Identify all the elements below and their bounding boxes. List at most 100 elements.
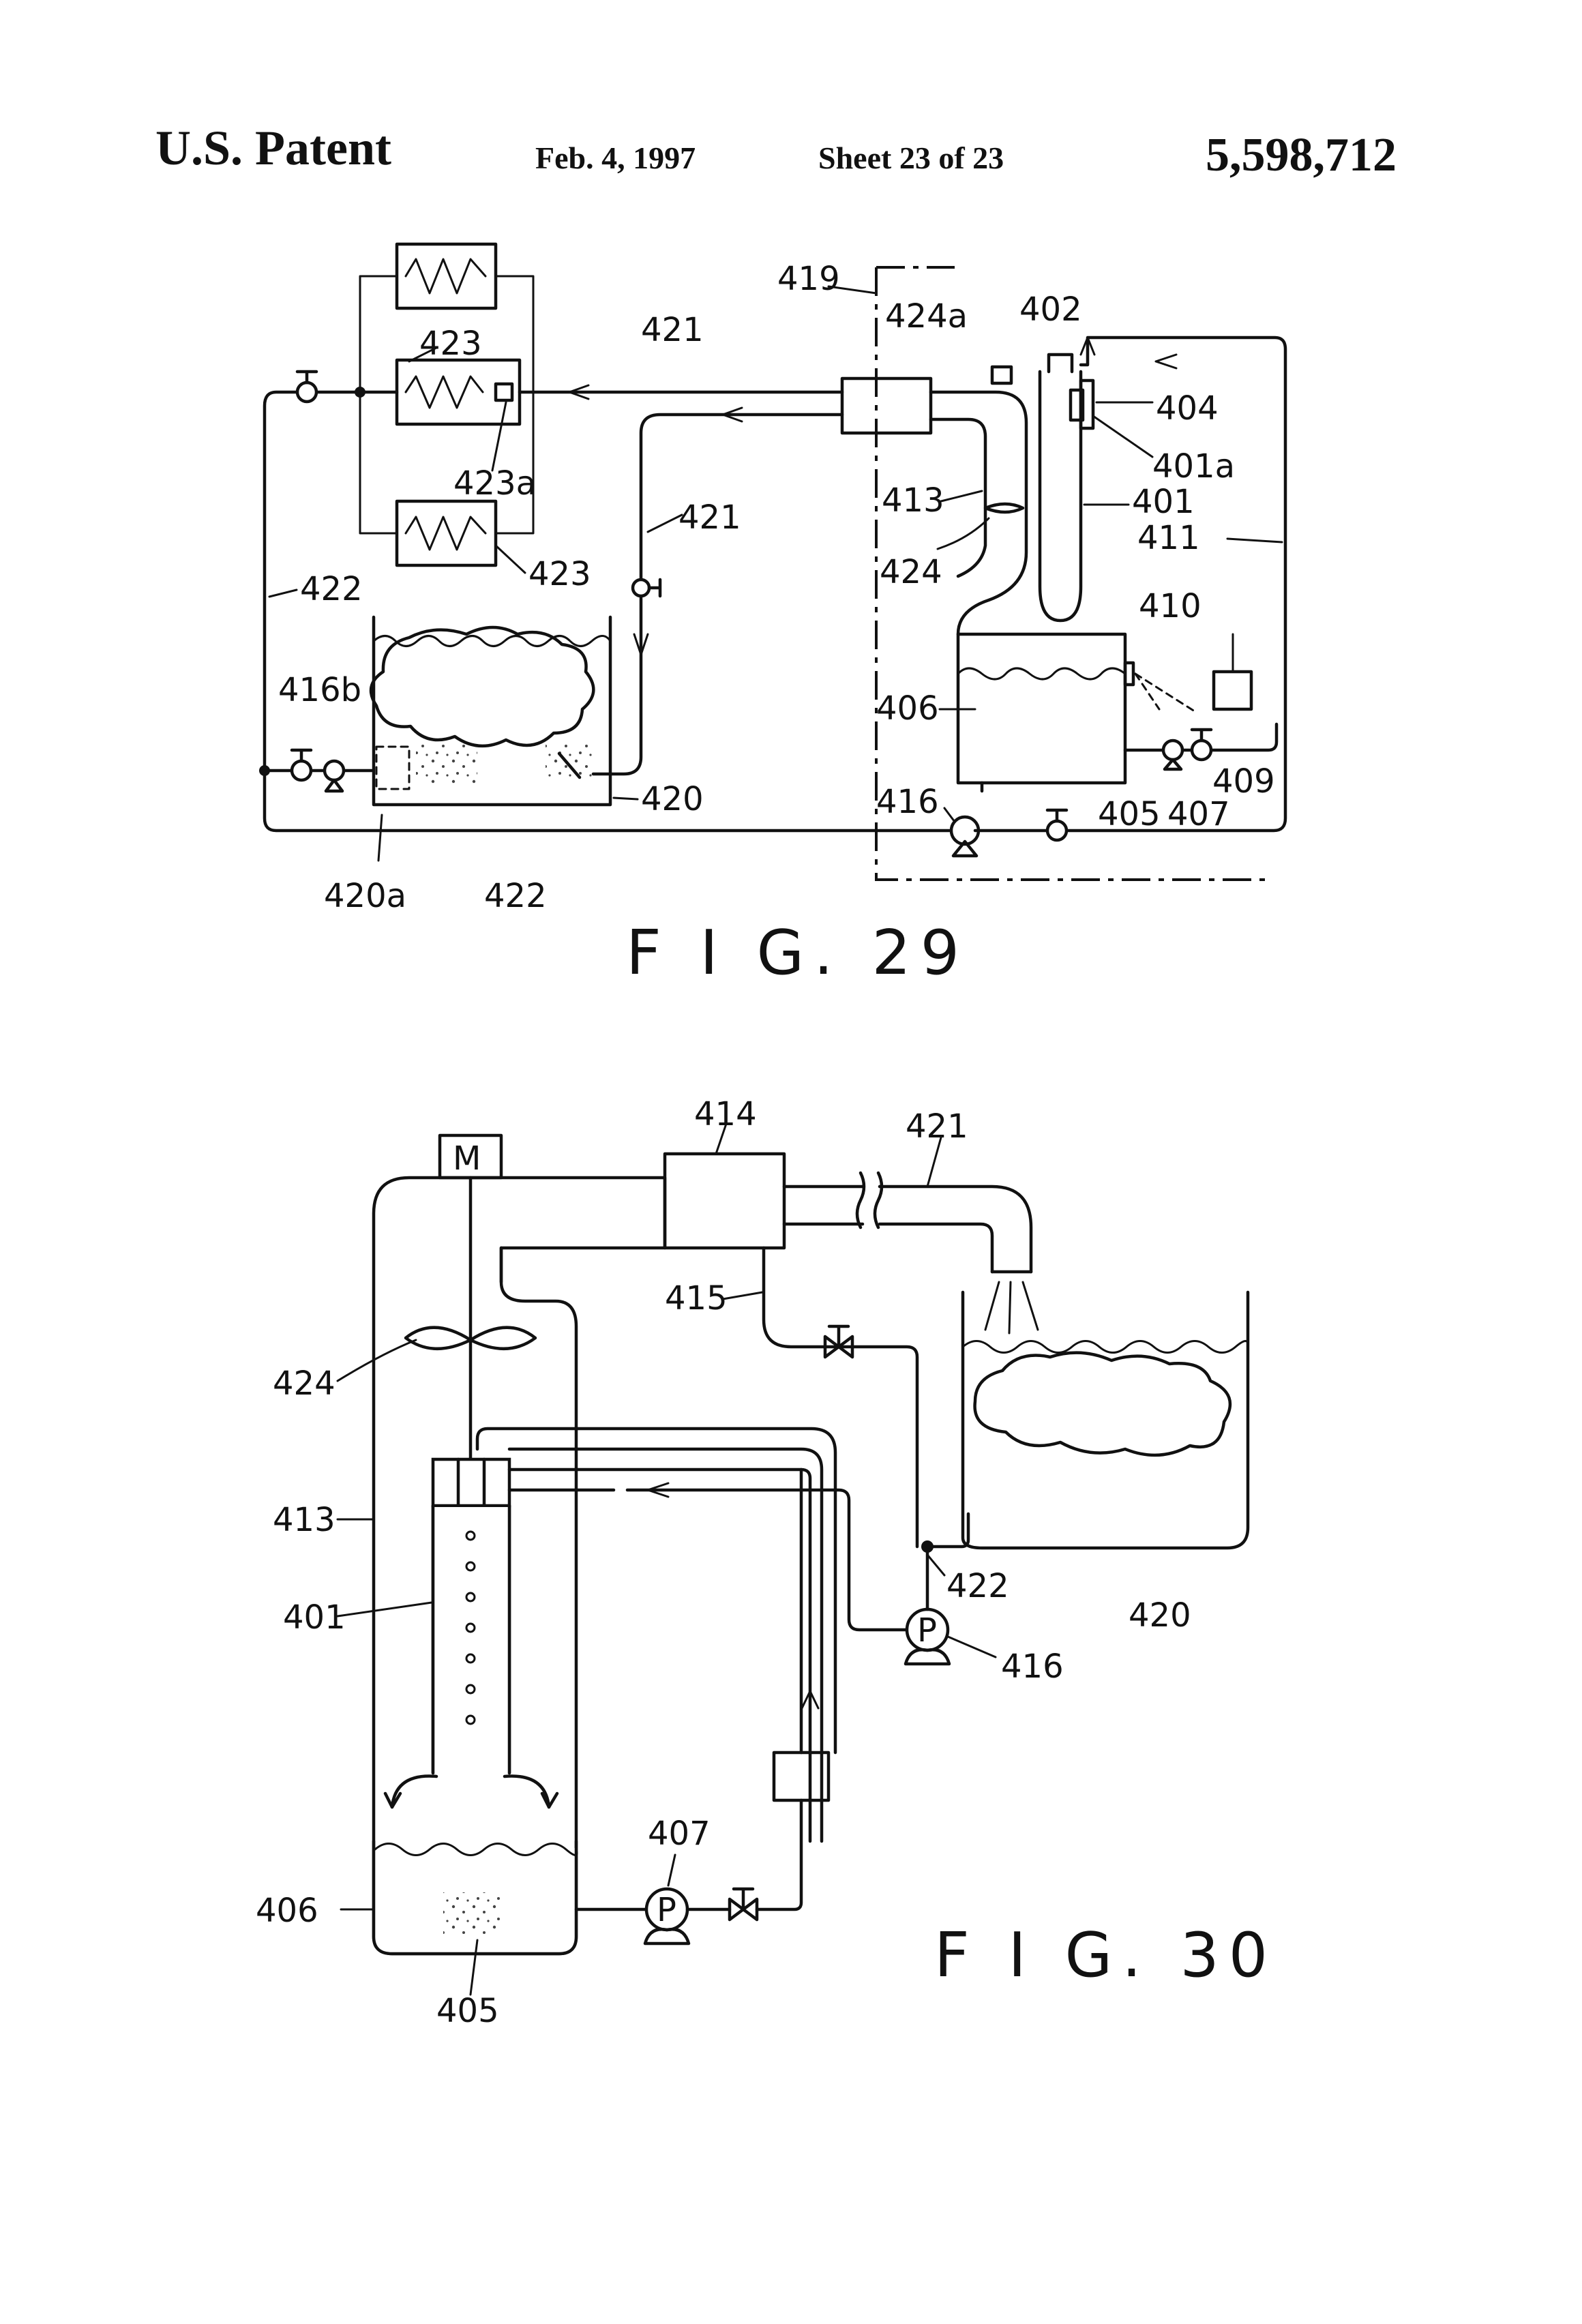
label-406: 406 bbox=[256, 1892, 318, 1930]
column-401-top bbox=[433, 1459, 509, 1506]
label-407: 407 bbox=[1167, 795, 1230, 833]
label-405: 405 bbox=[436, 1992, 499, 2030]
label-411: 411 bbox=[1137, 519, 1200, 557]
line-422 bbox=[265, 392, 951, 831]
motor-label: M bbox=[453, 1139, 481, 1178]
label-423a: 423a bbox=[453, 464, 536, 503]
leader-line bbox=[941, 491, 982, 501]
label-404: 404 bbox=[1156, 389, 1219, 428]
leader-line bbox=[668, 1855, 675, 1886]
label-413: 413 bbox=[273, 1501, 335, 1539]
valve-409-icon bbox=[1192, 741, 1211, 760]
nozzle-420a bbox=[376, 747, 409, 789]
label-401: 401 bbox=[1132, 483, 1195, 521]
label-424a: 424a bbox=[885, 297, 968, 336]
label-422: 422 bbox=[946, 1567, 1009, 1605]
junction-icon bbox=[259, 765, 270, 776]
label-414: 414 bbox=[694, 1095, 757, 1133]
tank-420 bbox=[963, 1292, 1248, 1548]
column-401 bbox=[1040, 372, 1081, 621]
sensor-424a bbox=[992, 367, 1011, 383]
line-421-inlet bbox=[593, 415, 842, 774]
valve-icon bbox=[1047, 821, 1066, 840]
leader-line bbox=[492, 402, 506, 471]
leader-line bbox=[944, 808, 955, 822]
pump-base-icon bbox=[953, 841, 976, 856]
flow-arrows bbox=[392, 1776, 549, 1807]
controller-410 bbox=[1214, 672, 1251, 709]
label-420a: 420a bbox=[324, 877, 406, 915]
label-416: 416 bbox=[876, 783, 939, 821]
label-421: 421 bbox=[906, 1107, 968, 1146]
drain-415 bbox=[764, 1248, 917, 1547]
pump-base-icon bbox=[906, 1650, 949, 1664]
separator-414 bbox=[665, 1154, 784, 1248]
reservoir-405 bbox=[958, 634, 1125, 783]
column-401-top bbox=[1049, 355, 1072, 372]
pump-label: P bbox=[917, 1611, 937, 1650]
label-415: 415 bbox=[665, 1279, 728, 1317]
spray-dots bbox=[416, 743, 477, 784]
duct-outlet bbox=[842, 378, 931, 433]
label-420: 420 bbox=[641, 780, 704, 818]
leader-line bbox=[378, 815, 382, 861]
label-406: 406 bbox=[876, 689, 939, 728]
leader-line bbox=[1227, 539, 1282, 542]
duct-421-lower bbox=[784, 1224, 992, 1272]
heater-423-bottom bbox=[397, 501, 496, 565]
pump-407-icon bbox=[1163, 741, 1182, 760]
vessel-413 bbox=[374, 1178, 665, 1954]
arrow-icon bbox=[1156, 355, 1176, 368]
label-401a: 401a bbox=[1152, 447, 1235, 486]
level-sensor bbox=[1125, 663, 1133, 685]
arrow-icon bbox=[385, 1793, 557, 1807]
label-422: 422 bbox=[300, 570, 363, 608]
valve-icon bbox=[633, 580, 649, 596]
spray-lines bbox=[985, 1282, 1038, 1333]
fig30-diagram: M bbox=[256, 1095, 1277, 2030]
pump-base-icon bbox=[645, 1929, 689, 1943]
column-401-interior bbox=[434, 1507, 508, 1773]
foam-cloud bbox=[975, 1353, 1230, 1455]
heater-423-middle bbox=[397, 360, 520, 424]
line-422-to-column bbox=[627, 1490, 907, 1630]
valve-stem-icon bbox=[734, 1889, 753, 1909]
pipe-outer bbox=[509, 1470, 810, 1841]
leader-line bbox=[338, 1340, 416, 1381]
leader-line bbox=[948, 1637, 996, 1657]
valve-stem-icon bbox=[292, 750, 311, 761]
label-416b: 416b bbox=[278, 671, 361, 709]
liquid-surface bbox=[958, 668, 1125, 679]
heater-coil-icon bbox=[406, 517, 486, 550]
leader-line bbox=[338, 1603, 432, 1616]
label-424: 424 bbox=[880, 553, 942, 591]
label-421: 421 bbox=[641, 311, 704, 349]
line-416 bbox=[975, 783, 1047, 831]
label-421: 421 bbox=[678, 498, 741, 537]
pump-label: P bbox=[657, 1891, 676, 1929]
label-402: 402 bbox=[1019, 290, 1082, 329]
valve-stem-icon bbox=[649, 580, 660, 596]
pump-base-icon bbox=[326, 780, 342, 791]
valve-stem-icon bbox=[1192, 730, 1211, 741]
leader-line bbox=[614, 798, 638, 799]
spray-dots bbox=[546, 743, 593, 777]
duct-421 bbox=[784, 1187, 1031, 1272]
label-410: 410 bbox=[1139, 587, 1202, 625]
valve-stem-icon bbox=[829, 1326, 848, 1347]
label-424: 424 bbox=[273, 1365, 335, 1403]
label-423: 423 bbox=[528, 555, 591, 593]
pipe-return bbox=[477, 1429, 835, 1753]
pump-base-icon bbox=[1165, 760, 1181, 769]
pump-416b-icon bbox=[325, 761, 344, 780]
fig30-caption: F I G. 30 bbox=[934, 1920, 1277, 1991]
valve-icon bbox=[297, 383, 316, 402]
leader-line bbox=[1093, 416, 1152, 457]
heater-coil-icon bbox=[406, 259, 486, 293]
bubbles-405 bbox=[443, 1892, 501, 1937]
leader-line bbox=[938, 518, 989, 549]
valve-stem-icon bbox=[297, 372, 316, 383]
sensor-423a bbox=[496, 384, 512, 400]
leader-line bbox=[723, 1292, 762, 1299]
pipe-filter bbox=[757, 1800, 801, 1909]
